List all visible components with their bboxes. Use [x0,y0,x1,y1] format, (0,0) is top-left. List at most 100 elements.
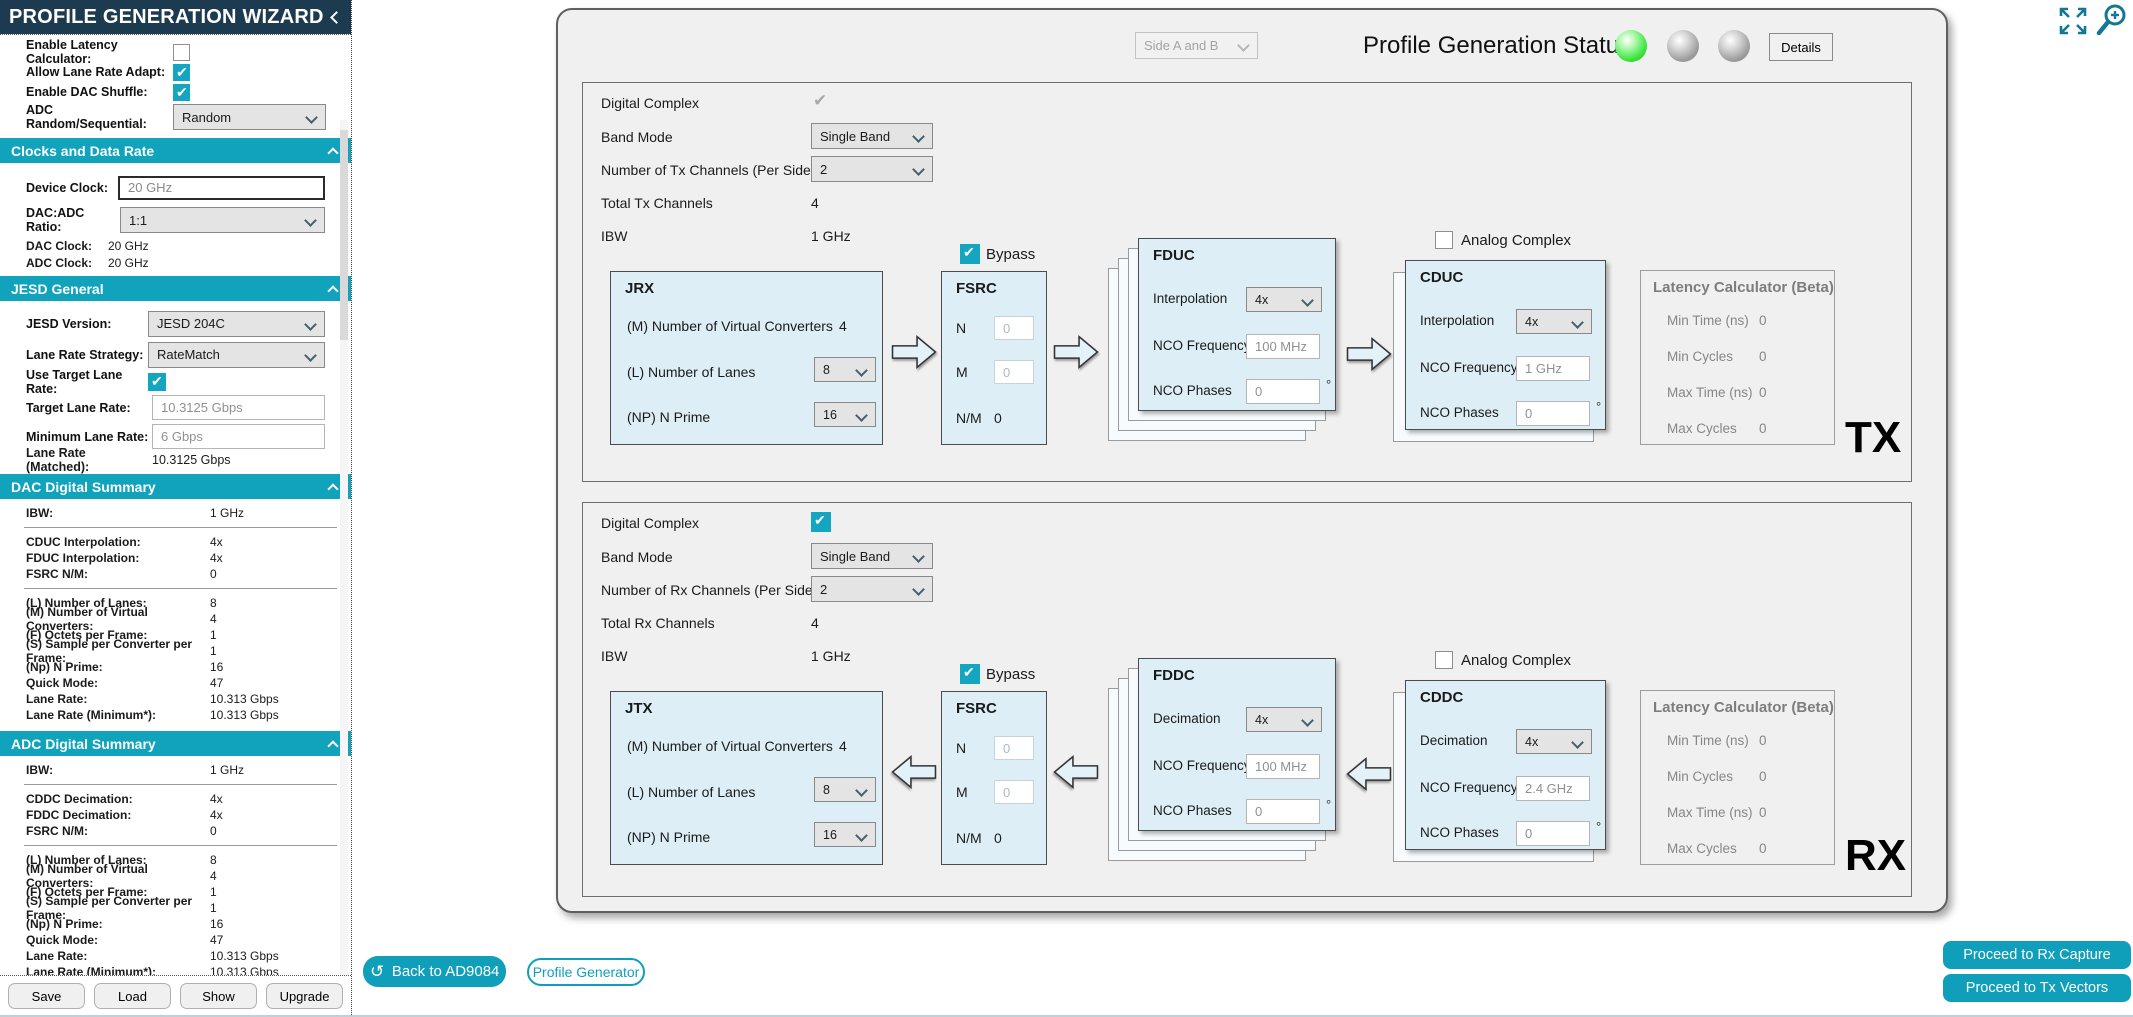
proceed-to-rx-capture-button[interactable]: Proceed to Rx Capture [1943,941,2131,969]
rx-band-mode-select[interactable]: Single Band [811,543,933,569]
section-header-dac-summary[interactable]: DAC Digital Summary [0,474,351,499]
fddc-decimation-select[interactable]: 4x [1246,707,1322,732]
field-label: Digital Complex [601,95,700,111]
latency-row: Min Time (ns) 0 [1667,733,1767,748]
rx-nprime-select[interactable]: 16 [814,822,876,847]
profile-generator-tab[interactable]: Profile Generator [527,958,645,986]
summary-row: IBW: 1 GHz [0,762,351,778]
rx-lanes-select[interactable]: 8 [814,777,876,802]
cduc-interpolation-select[interactable]: 4x [1516,309,1592,334]
field-label: NCO Frequency [1420,780,1518,795]
flow-arrow-left-icon [1053,751,1099,793]
tx-analog-complex-checkbox[interactable] [1435,231,1453,249]
summary-row: (M) Number of Virtual Converters: 4 [0,605,351,633]
field-label: Number of Rx Channels (Per Side) [601,582,818,598]
tx-fsrc-n-input[interactable] [994,316,1034,340]
tx-bypass-checkbox[interactable] [960,244,980,264]
selected-value: 4x [1525,734,1539,749]
tx-band-mode-select[interactable]: Single Band [811,123,933,149]
latency-row: Min Cycles 0 [1667,769,1767,784]
rx-bypass-checkbox[interactable] [960,664,980,684]
field-label: Interpolation [1420,313,1495,328]
summary-row: (S) Sample per Converter per Frame: 1 [0,637,351,665]
fddc-nco-phases-input[interactable] [1246,799,1320,824]
total-tx-channels-value: 4 [811,195,819,211]
adc-clock-value: 20 GHz [108,255,149,270]
tx-channels-select[interactable]: 2 [811,156,933,182]
fddc-nco-frequency-input[interactable] [1246,754,1320,779]
field-label: NCO Phases [1153,383,1232,398]
selected-value: 4x [1525,314,1539,329]
summary-label: FDUC Interpolation: [26,551,140,565]
summary-row: (Np) N Prime: 16 [0,916,351,932]
save-button[interactable]: Save [8,983,85,1009]
use-target-lane-rate-checkbox[interactable] [148,372,166,391]
cduc-nco-phases-input[interactable] [1516,401,1590,426]
minimum-lane-rate-input[interactable] [152,424,325,449]
rx-analog-complex-checkbox[interactable] [1435,651,1453,669]
lane-rate-strategy-select[interactable]: RateMatch [148,341,325,368]
cddc-decimation-select[interactable]: 4x [1516,729,1592,754]
jesd-version-select[interactable]: JESD 204C [148,310,325,337]
dac-adc-ratio-select[interactable]: 1:1 [120,207,325,233]
summary-label: (Np) N Prime: [26,917,103,931]
sidebar-scrollbar[interactable] [340,120,348,980]
field-label: (M) Number of Virtual Converters [627,318,833,334]
cddc-nco-phases-input[interactable] [1516,821,1590,846]
field-label: Decimation [1420,733,1488,748]
fduc-nco-frequency-input[interactable] [1246,334,1320,359]
field-label: Enable Latency Calculator: [26,38,118,66]
rx-digital-complex-checkbox[interactable] [811,512,831,532]
device-clock-row: Device Clock: [0,172,351,203]
tx-lanes-select[interactable]: 8 [814,357,876,382]
target-lane-rate-input[interactable] [152,395,325,420]
fduc-block: FDUC Interpolation 4x NCO Frequency NCO … [1138,238,1336,411]
jtx-block: JTX (M) Number of Virtual Converters 4 (… [610,691,883,865]
fduc-interpolation-select[interactable]: 4x [1246,287,1322,312]
device-clock-input[interactable] [118,175,325,200]
divider [24,845,337,846]
rx-latency-calculator: Latency Calculator (Beta) Min Time (ns) … [1640,690,1835,865]
summary-label: FSRC N/M: [26,824,88,838]
section-title: ADC Digital Summary [11,735,156,752]
tx-ibw-value: 1 GHz [811,228,851,244]
section-header-jesd[interactable]: JESD General [0,276,351,301]
details-button[interactable]: Details [1769,33,1833,61]
rx-channels-select[interactable]: 2 [811,576,933,602]
rx-fsrc-n-input[interactable] [994,736,1034,760]
section-header-adc-summary[interactable]: ADC Digital Summary [0,731,351,756]
tx-fsrc-m-input[interactable] [994,360,1034,384]
side-select[interactable]: Side A and B [1135,32,1258,59]
show-button[interactable]: Show [180,983,257,1009]
enable-dac-shuffle-checkbox[interactable] [173,83,190,101]
cddc-nco-frequency-input[interactable] [1516,776,1590,801]
upgrade-button[interactable]: Upgrade [266,983,343,1009]
latency-row: Max Time (ns) 0 [1667,805,1767,820]
latency-row: Max Cycles 0 [1667,421,1767,436]
zoom-in-icon[interactable] [2094,2,2130,38]
rx-fsrc-m-input[interactable] [994,780,1034,804]
field-label: NCO Frequency [1153,338,1251,353]
tx-panel: Digital Complex Band Mode Single Band Nu… [582,82,1912,482]
enable-latency-calculator-checkbox[interactable] [173,43,190,61]
block-title: CDDC [1420,689,1464,706]
tx-nprime-select[interactable]: 16 [814,402,876,427]
tx-fsrc-block: FSRC N M N/M 0 [941,271,1047,445]
allow-lane-rate-adapt-checkbox[interactable] [173,63,190,81]
selected-value: JESD 204C [157,316,225,331]
fduc-nco-phases-input[interactable] [1246,379,1320,404]
expand-icon[interactable] [2058,6,2088,36]
back-to-ad9084-button[interactable]: ↻ Back to AD9084 [363,956,506,987]
digital-complex-check-icon[interactable] [813,91,827,111]
profile-wizard-sidebar: PROFILE GENERATION WIZARD Enable Latency… [0,0,352,1017]
summary-label: (S) Sample per Converter per Frame: [26,894,193,922]
scrollbar-thumb[interactable] [340,130,348,340]
load-button[interactable]: Load [94,983,171,1009]
cduc-nco-frequency-input[interactable] [1516,356,1590,381]
field-label: ADC Random/Sequential: [26,103,147,131]
proceed-to-tx-vectors-button[interactable]: Proceed to Tx Vectors [1943,974,2131,1002]
section-header-clocks[interactable]: Clocks and Data Rate [0,138,351,163]
collapse-sidebar-icon[interactable] [330,10,343,24]
adc-random-sequential-select[interactable]: Random [173,104,326,130]
flow-arrow-right-icon [891,331,937,373]
